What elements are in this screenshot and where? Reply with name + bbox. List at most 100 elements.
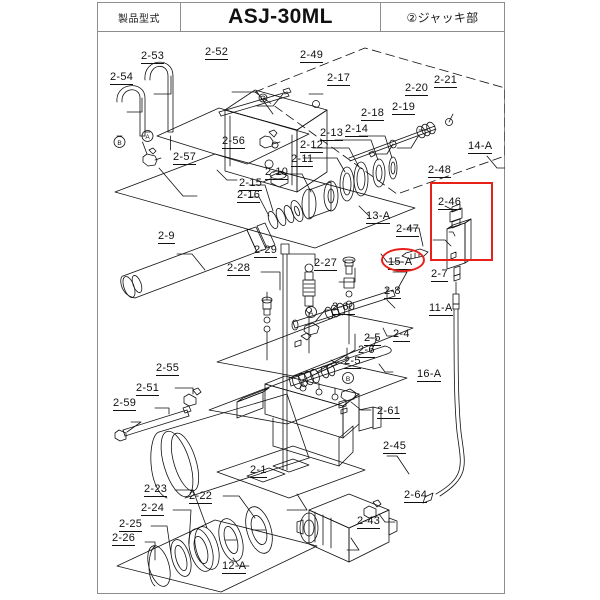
rod-2-17 bbox=[218, 87, 292, 117]
washer-stack-2-15-2-16 bbox=[267, 200, 304, 229]
leader-2-23 bbox=[174, 489, 208, 529]
fitting-2-64 bbox=[363, 499, 382, 519]
fitting-2-61: B bbox=[338, 372, 357, 415]
leader-2-22 bbox=[222, 495, 256, 519]
callout-2-18: 2-18 bbox=[361, 107, 385, 121]
callout-14-A: 14-A bbox=[468, 140, 493, 154]
leader-2-5a bbox=[316, 333, 356, 373]
leader-2-26 bbox=[144, 541, 156, 561]
seal-stack-2-11-2-14 bbox=[339, 156, 398, 202]
callout-2-9: 2-9 bbox=[158, 230, 175, 244]
svg-text:B: B bbox=[117, 140, 121, 147]
title-section-cell: ②ジャッキ部 bbox=[381, 2, 505, 32]
leader-2-54 bbox=[126, 97, 143, 113]
fitting-2-60: A bbox=[294, 306, 320, 348]
bar-2-4 bbox=[288, 345, 392, 390]
leader-2-7 bbox=[392, 271, 408, 291]
callout-2-16: 2-16 bbox=[237, 189, 261, 203]
callout-2-26: 2-26 bbox=[112, 532, 136, 546]
callout-2-5: 2-5 bbox=[344, 355, 361, 369]
piston-head-2-10 bbox=[301, 180, 339, 220]
leader-2-4 bbox=[366, 337, 378, 353]
leader-2-5b bbox=[302, 359, 338, 381]
callout-2-60: 2-60 bbox=[332, 301, 356, 315]
callout-2-64: 2-64 bbox=[404, 489, 428, 503]
hose-2-54: B bbox=[113, 85, 148, 155]
leader-2-12 bbox=[312, 147, 360, 168]
piston-shaft-2-9 bbox=[120, 222, 276, 299]
leader-11-A bbox=[382, 327, 398, 337]
callout-2-47: 2-47 bbox=[396, 223, 420, 237]
callout-2-28: 2-28 bbox=[227, 262, 251, 276]
panel-2-49-dashed bbox=[254, 47, 505, 195]
callout-2-7: 2-7 bbox=[431, 268, 448, 282]
leader-2-1 bbox=[286, 493, 308, 511]
highlight-ellipse-15-A bbox=[381, 248, 425, 272]
leader-2-64 bbox=[378, 513, 396, 523]
leader-2-53 bbox=[153, 75, 172, 95]
leader-2-9 bbox=[176, 253, 206, 271]
callout-2-6: 2-6 bbox=[358, 344, 375, 358]
callout-2-29: 2-29 bbox=[254, 244, 278, 258]
svg-text:A: A bbox=[309, 310, 314, 317]
leader-2-10 bbox=[276, 173, 312, 193]
leader-2-59 bbox=[126, 421, 142, 433]
callout-2-5: 2-5 bbox=[364, 332, 381, 346]
leader-2-46 bbox=[432, 239, 452, 247]
leader-14-A bbox=[486, 155, 505, 169]
callout-2-43: 2-43 bbox=[357, 515, 381, 529]
control-rod bbox=[280, 243, 290, 471]
pin-column-2-28 bbox=[261, 291, 273, 361]
title-label-cell: 製品型式 bbox=[97, 2, 181, 32]
callout-2-52: 2-52 bbox=[205, 46, 229, 60]
cable-2-45 bbox=[422, 281, 465, 504]
callout-2-4: 2-4 bbox=[393, 328, 410, 342]
hose-2-53: A bbox=[141, 61, 174, 151]
fitting-2-56 bbox=[259, 129, 281, 149]
base-plate bbox=[216, 445, 366, 499]
seal-ring-stack-12-A bbox=[147, 506, 273, 587]
callout-2-25: 2-25 bbox=[119, 518, 143, 532]
fitting-2-57 bbox=[142, 147, 162, 167]
leader-2-16 bbox=[248, 196, 270, 217]
callout-2-11: 2-11 bbox=[291, 153, 314, 167]
callout-2-22: 2-22 bbox=[189, 490, 213, 504]
leader-2-56 bbox=[216, 169, 238, 181]
callout-2-24: 2-24 bbox=[141, 502, 165, 516]
svg-text:A: A bbox=[145, 134, 150, 141]
leader-16-A bbox=[378, 363, 394, 373]
actuator-2-43 bbox=[296, 493, 398, 563]
fitting-2-55 bbox=[183, 387, 202, 407]
leader-2-11 bbox=[302, 157, 346, 173]
callout-2-61: 2-61 bbox=[377, 405, 401, 419]
leader-2-51 bbox=[154, 407, 170, 415]
callout-2-19: 2-19 bbox=[392, 101, 416, 115]
title-section-text: ②ジャッキ部 bbox=[406, 10, 479, 25]
leader-2-24 bbox=[172, 509, 192, 545]
callout-2-45: 2-45 bbox=[383, 440, 407, 454]
leader-2-45 bbox=[386, 455, 410, 475]
leader-12-A bbox=[232, 557, 250, 567]
title-model-text: ASJ-30ML bbox=[228, 5, 333, 28]
callout-12-A: 12-A bbox=[222, 560, 247, 574]
callout-2-48: 2-48 bbox=[428, 164, 452, 178]
leader-2-57 bbox=[158, 167, 198, 197]
callout-2-55: 2-55 bbox=[156, 362, 180, 376]
title-bar: 製品型式 ASJ-30ML ②ジャッキ部 bbox=[97, 2, 505, 32]
leader-2-8 bbox=[386, 287, 396, 309]
panel-11-A bbox=[216, 313, 414, 377]
leader-2-61 bbox=[350, 401, 372, 411]
linkage-2-18-2-21 bbox=[348, 118, 453, 162]
callout-13-A: 13-A bbox=[366, 210, 391, 224]
leader-2-29 bbox=[288, 253, 316, 265]
cylinder-head-block bbox=[236, 375, 382, 467]
callout-2-49: 2-49 bbox=[300, 49, 324, 63]
leader-2-47 bbox=[406, 227, 424, 247]
callout-2-14: 2-14 bbox=[345, 123, 369, 137]
leader-2-21 bbox=[448, 113, 454, 123]
leader-2-18 bbox=[374, 143, 394, 155]
leader-2-19 bbox=[396, 134, 420, 149]
leader-2-25 bbox=[150, 525, 172, 555]
svg-text:B: B bbox=[346, 376, 350, 383]
